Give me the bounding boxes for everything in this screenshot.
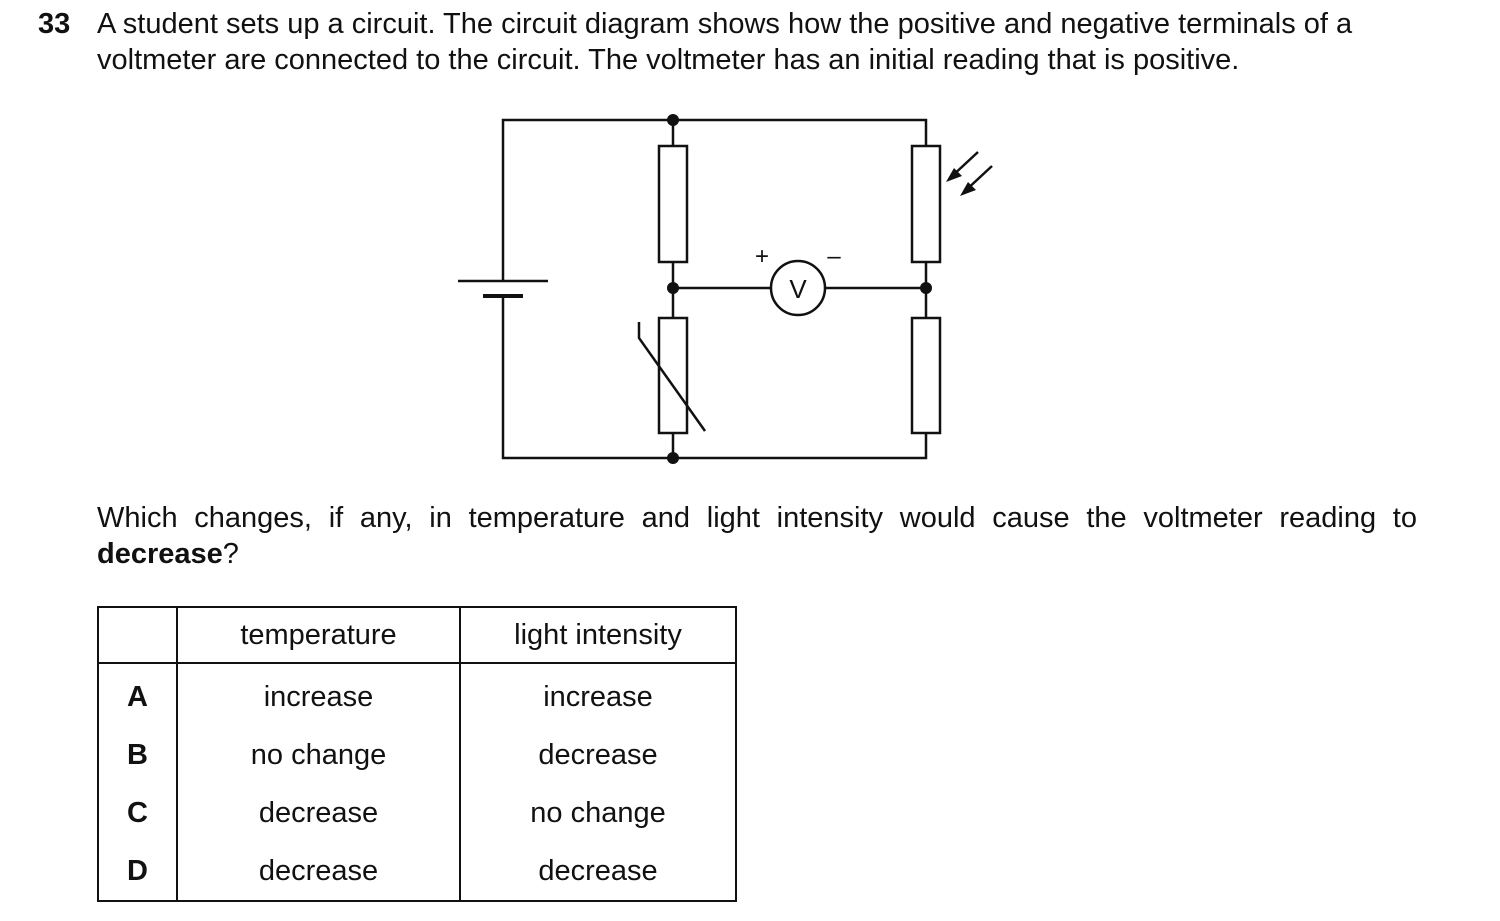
prompt-emphasis: decrease (97, 538, 223, 570)
table-row: C decrease no change (98, 784, 736, 842)
fixed-resistor-bottom-right (910, 316, 942, 435)
prompt-end: ? (222, 538, 239, 570)
header-temperature: temperature (177, 607, 461, 664)
option-key: C (98, 784, 178, 842)
option-temperature: decrease (177, 784, 461, 842)
header-light-intensity: light intensity (460, 607, 736, 664)
option-key: A (98, 663, 178, 726)
table-row: D decrease decrease (98, 842, 736, 901)
voltmeter-label: V (789, 274, 807, 304)
junction-dot (667, 452, 679, 464)
prompt-text: Which changes, if any, in temperature an… (97, 502, 1417, 534)
junction-dot (667, 282, 679, 294)
voltmeter-circle (769, 259, 827, 317)
option-key: B (98, 726, 178, 784)
answer-options-table: temperature light intensity A increase i… (97, 606, 737, 902)
option-key: D (98, 842, 178, 901)
table-row: A increase increase (98, 663, 736, 726)
fixed-resistor-top-middle (657, 144, 689, 264)
wire-bottom-left (501, 296, 673, 460)
voltmeter-negative-terminal: – (827, 243, 841, 270)
thermistor-body (657, 316, 689, 435)
option-light: decrease (538, 854, 658, 887)
table-row: B no change decrease (98, 726, 736, 784)
option-temperature: decrease (177, 842, 461, 901)
option-temperature: no change (177, 726, 461, 784)
option-light: decrease (538, 738, 658, 771)
option-temperature: increase (177, 663, 461, 726)
header-key (98, 607, 178, 664)
table-header-row: temperature light intensity (98, 607, 736, 664)
junction-dot (667, 114, 679, 126)
junction-dot (920, 282, 932, 294)
question-prompt: Which changes, if any, in temperature an… (97, 500, 1417, 572)
circuit-diagram: V + – (458, 114, 993, 464)
voltmeter-positive-terminal: + (755, 243, 769, 270)
thermistor-slash (637, 322, 707, 432)
option-light: no change (530, 796, 666, 829)
option-light: increase (543, 680, 653, 713)
question-stem: A student sets up a circuit. The circuit… (97, 8, 1353, 76)
question-number: 33 (38, 8, 71, 40)
light-dependent-resistor (910, 144, 942, 264)
wire-top-left (501, 118, 673, 281)
